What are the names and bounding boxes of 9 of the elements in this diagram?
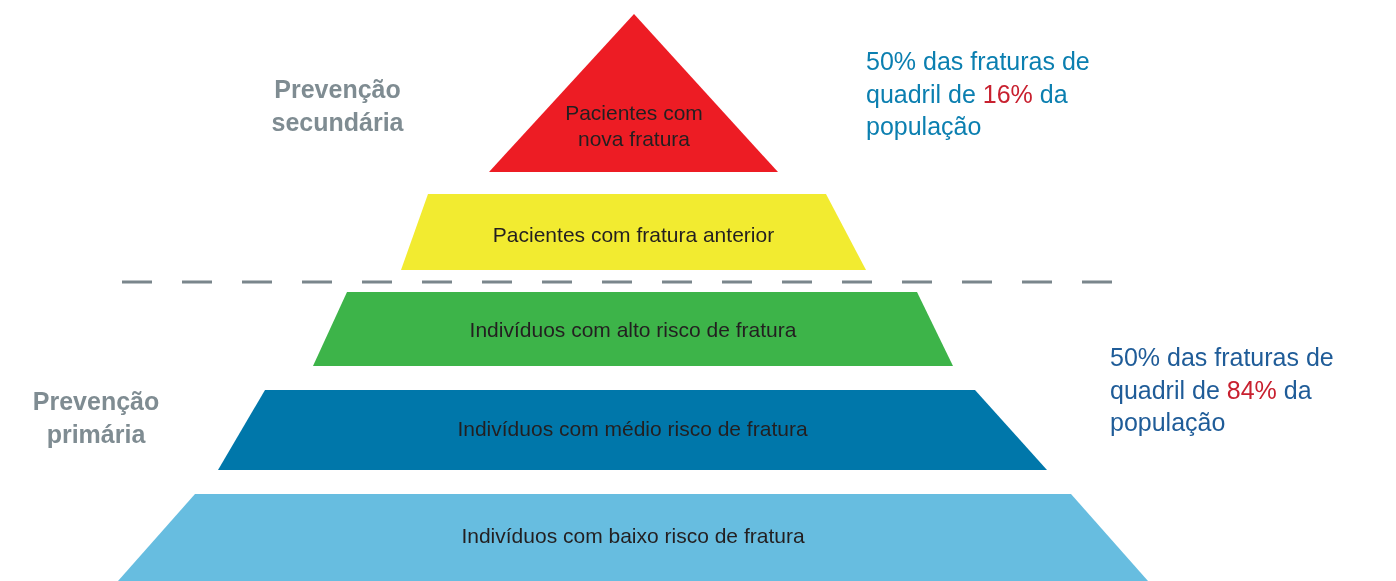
tier-label: Indivíduos com médio risco de fratura — [456, 416, 809, 442]
tier-label: Indivíduos com baixo risco de fratura — [460, 523, 806, 549]
tier-label: Pacientes com nova fratura — [564, 100, 704, 153]
statistic-note: 50% das fraturas de quadril de 16% da população — [866, 46, 1091, 142]
tier-label: Indivíduos com alto risco de fratura — [468, 317, 798, 343]
prevention-label: Prevenção primária — [31, 386, 161, 450]
tier-label: Pacientes com fratura anterior — [491, 222, 776, 248]
prevention-label: Prevenção secundária — [270, 74, 405, 138]
statistic-note: 50% das fraturas de quadril de 84% da população — [1110, 342, 1335, 438]
